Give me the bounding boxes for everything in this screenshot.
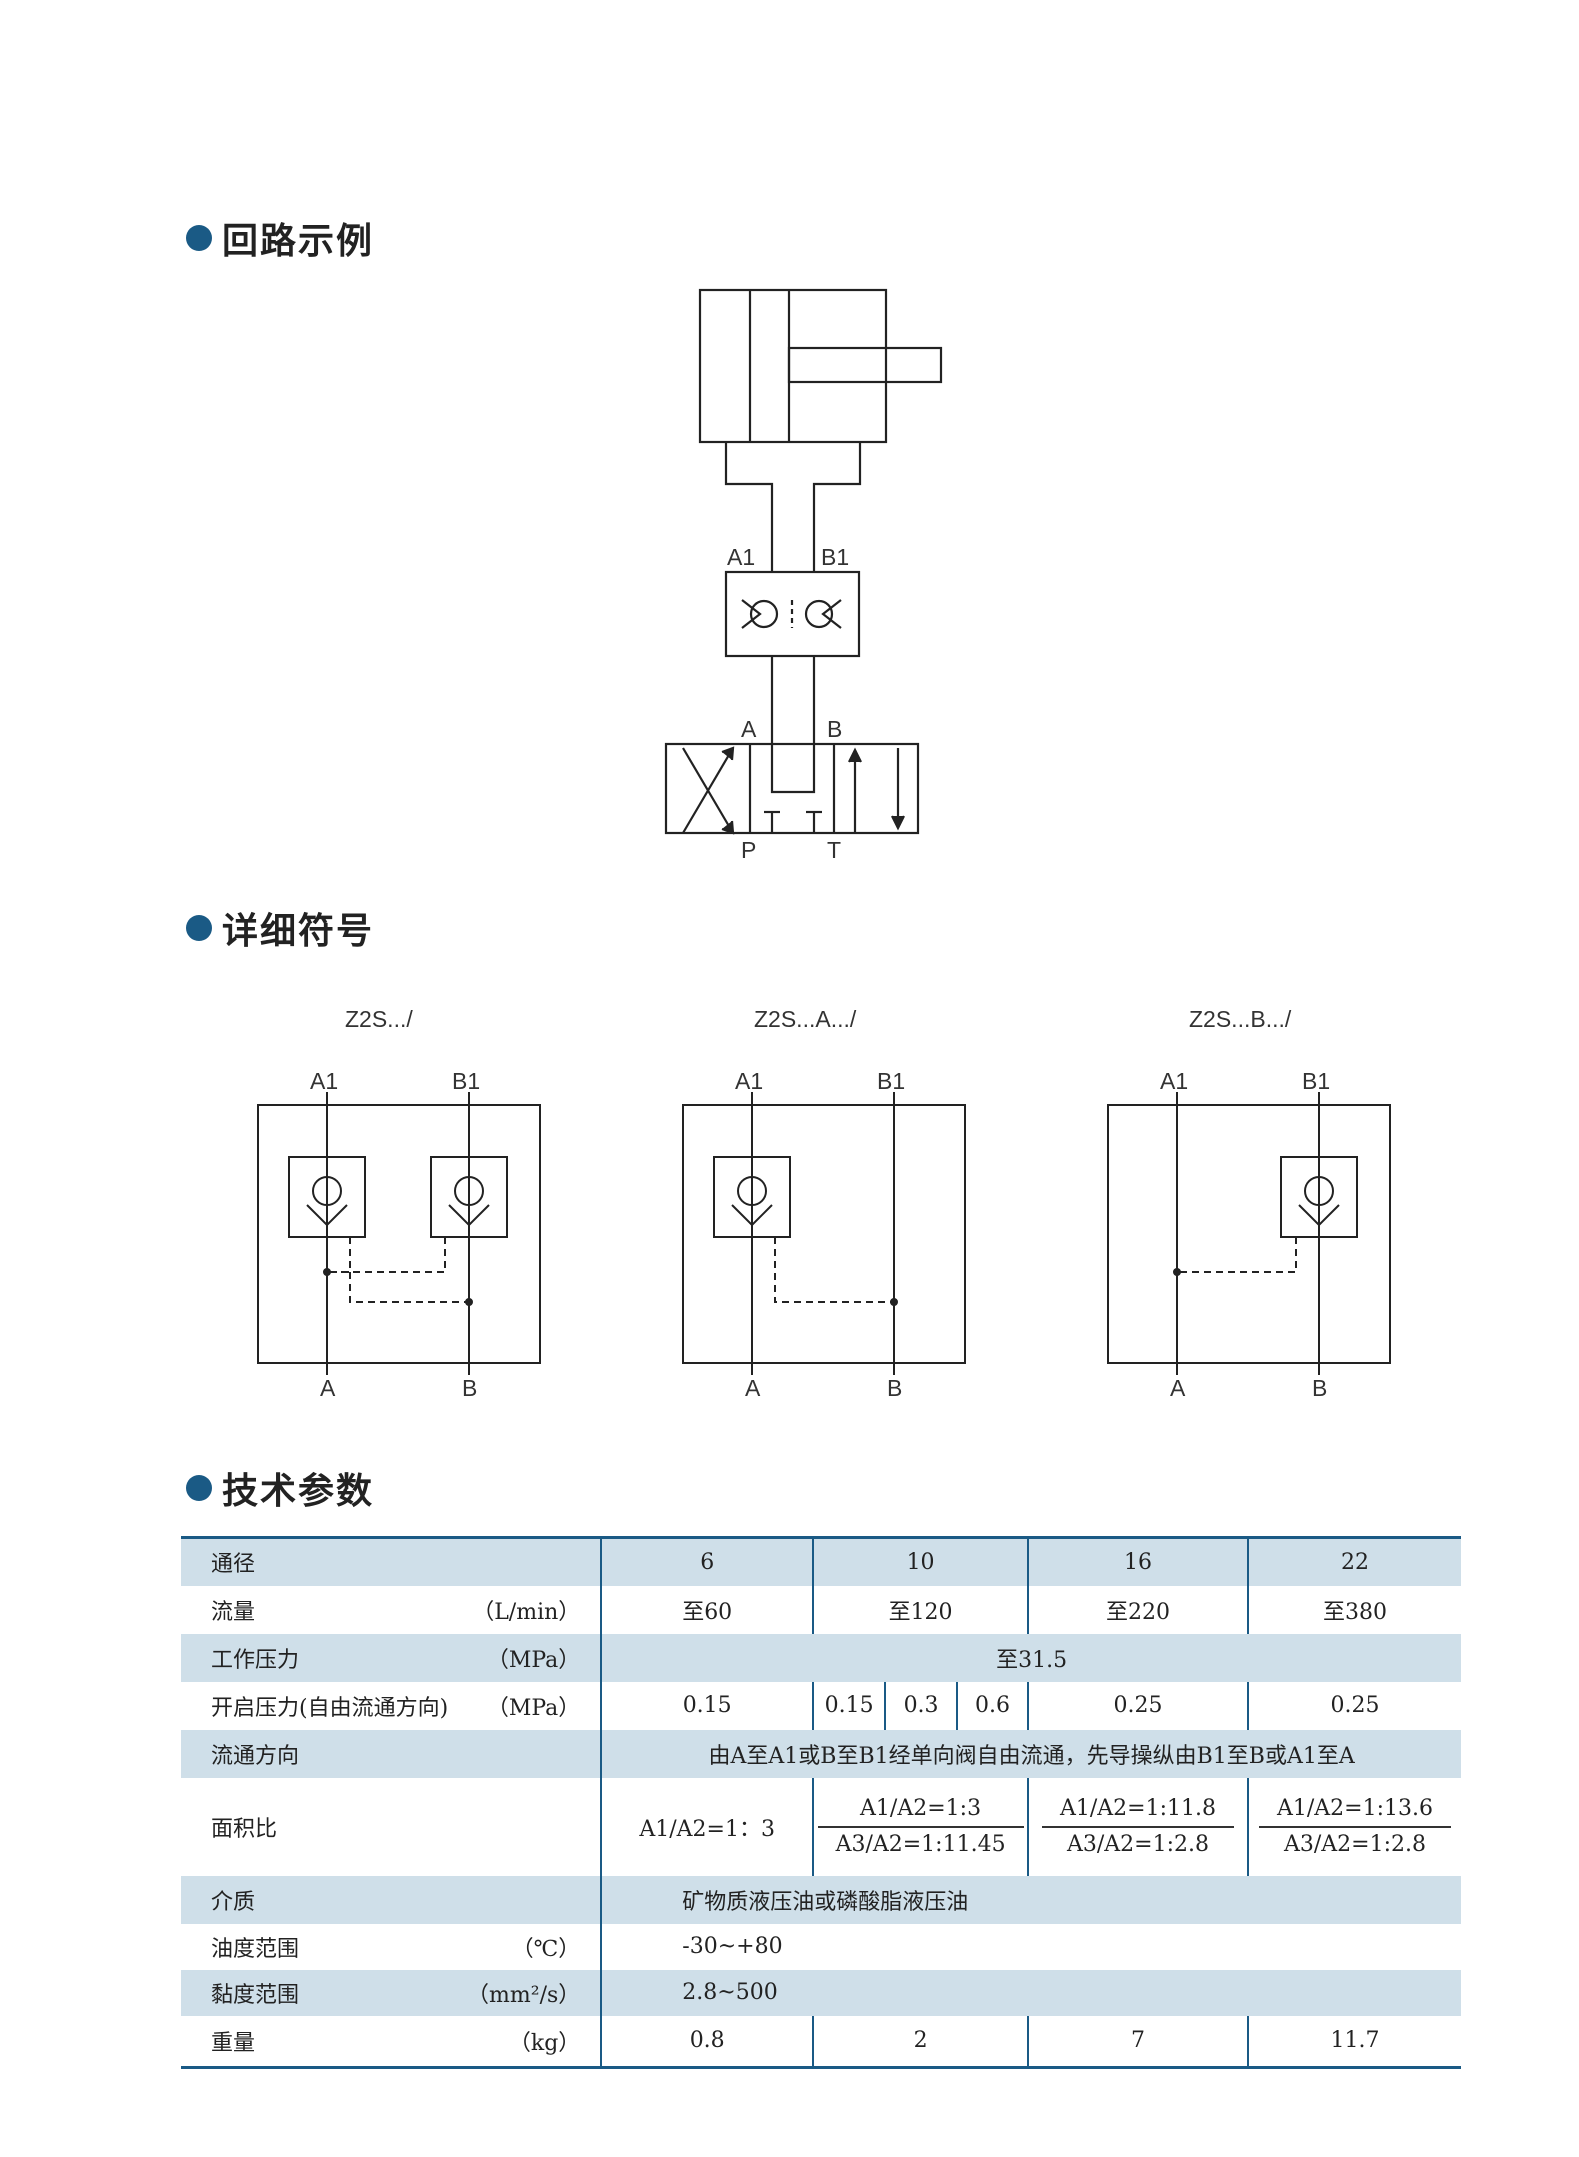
symbol-port-a: A (320, 1375, 336, 1401)
table-row: 流通方向 由A至A1或B至B1经单向阀自由流通，先导操纵由B1至B或A1至A (181, 1729, 1461, 1778)
symbol-port-b1: B1 (877, 1068, 906, 1094)
symbol-port-a: A (745, 1375, 761, 1401)
row-label: 通径 (181, 1537, 603, 1586)
circuit-diagram (664, 288, 943, 835)
table-row: 开启压力(自由流通方向)（MPa） 0.15 0.15 0.3 0.6 0.25… (181, 1681, 1461, 1730)
bullet-icon (186, 1475, 212, 1501)
symbol-port-a1: A1 (735, 1068, 764, 1094)
bullet-icon (186, 225, 212, 251)
spec-table: 通径 6 10 16 22 流量（L/min） 至60 至120 至220 至3… (181, 1536, 1461, 2069)
section-title-params: 技术参数 (186, 1462, 374, 1514)
row-label: 开启压力(自由流通方向)（MPa） (181, 1681, 603, 1730)
cell: 至60 (682, 1599, 733, 1625)
symbol-port-b1: B1 (1302, 1068, 1331, 1094)
row-label: 重量（kg） (181, 2015, 603, 2068)
section-title-circuit: 回路示例 (186, 212, 374, 264)
cell: 6 (601, 1537, 814, 1586)
table-row: 工作压力（MPa） 至31.5 (181, 1633, 1461, 1682)
cell: 10 (812, 1537, 1029, 1586)
symbol-port-a1: A1 (1160, 1068, 1189, 1094)
symbol-port-b: B (462, 1375, 478, 1401)
table-row: 黏度范围（mm²/s） 2.8~500 (181, 1969, 1461, 2016)
row-label: 流量（L/min） (181, 1585, 603, 1634)
symbol-port-b: B (887, 1375, 903, 1401)
row-label: 流通方向 (181, 1729, 603, 1778)
cell: 由A至A1或B至B1经单向阀自由流通，先导操纵由B1至B或A1至A (601, 1729, 1461, 1778)
cell: 2 (812, 2015, 1029, 2068)
cell: 至380 (1246, 1585, 1461, 1634)
bullet-icon (186, 915, 212, 941)
cell: 2.8~500 (601, 1969, 1461, 2016)
symbol-port-a1: A1 (310, 1068, 339, 1094)
cell: 0.15 (682, 1693, 732, 1718)
symbol-model-label: Z2S...A.../ (754, 1006, 857, 1032)
cell: 0.25 (1027, 1681, 1248, 1730)
cell: 11.7 (1246, 2015, 1461, 2068)
symbol-model-label: Z2S...B.../ (1189, 1006, 1292, 1032)
cell: 0.25 (1246, 1681, 1461, 1730)
symbol-z2s (257, 1092, 541, 1375)
row-label: 面积比 (181, 1777, 603, 1876)
section-title-symbols: 详细符号 (186, 902, 374, 954)
directional-valve (664, 742, 920, 835)
cylinder-rod (787, 346, 943, 384)
row-label: 工作压力（MPa） (181, 1633, 603, 1682)
table-row: 流量（L/min） 至60 至120 至220 至380 (181, 1585, 1461, 1634)
cell: 7 (1027, 2015, 1248, 2068)
cell: 0.6 (956, 1681, 1029, 1730)
cell: 0.15 (812, 1681, 886, 1730)
cell: -30~+80 (682, 1934, 783, 1959)
port-label-p: P (741, 837, 757, 863)
table-row: 介质 矿物质液压油或磷酸脂液压油 (181, 1875, 1461, 1924)
port-label-a1: A1 (727, 544, 756, 570)
cell: 至220 (1027, 1585, 1248, 1634)
port-label-t: T (827, 837, 842, 863)
symbol-port-a: A (1170, 1375, 1186, 1401)
row-label: 油度范围（℃） (181, 1923, 603, 1970)
cell: 22 (1246, 1537, 1461, 1586)
pilot-check-block (724, 570, 861, 658)
port-label-a: A (741, 716, 757, 742)
cell: 至31.5 (601, 1633, 1461, 1682)
symbol-port-b: B (1312, 1375, 1328, 1401)
table-row: 重量（kg） 0.8 2 7 11.7 (181, 2015, 1461, 2068)
port-label-b: B (827, 716, 843, 742)
symbols-diagram (257, 1092, 1391, 1375)
cell: 16 (1027, 1537, 1248, 1586)
cell: 至120 (812, 1585, 1029, 1634)
cell: A1/A2=1：3 (639, 1816, 775, 1842)
port-label-b1: B1 (821, 544, 850, 570)
symbol-model-label: Z2S.../ (345, 1006, 413, 1032)
symbol-port-b1: B1 (452, 1068, 481, 1094)
cylinder-body (698, 288, 888, 444)
row-label: 黏度范围（mm²/s） (181, 1969, 603, 2016)
cell: 0.8 (689, 2028, 725, 2054)
symbol-z2s-b (1107, 1092, 1391, 1375)
cell: 0.3 (884, 1681, 958, 1730)
symbol-z2s-a (682, 1092, 966, 1375)
cell: 矿物质液压油或磷酸脂液压油 (601, 1875, 1461, 1924)
row-label: 介质 (181, 1875, 603, 1924)
table-row: 通径 6 10 16 22 (181, 1537, 1461, 1586)
table-row: 油度范围（℃） -30~+80 (181, 1923, 1461, 1970)
